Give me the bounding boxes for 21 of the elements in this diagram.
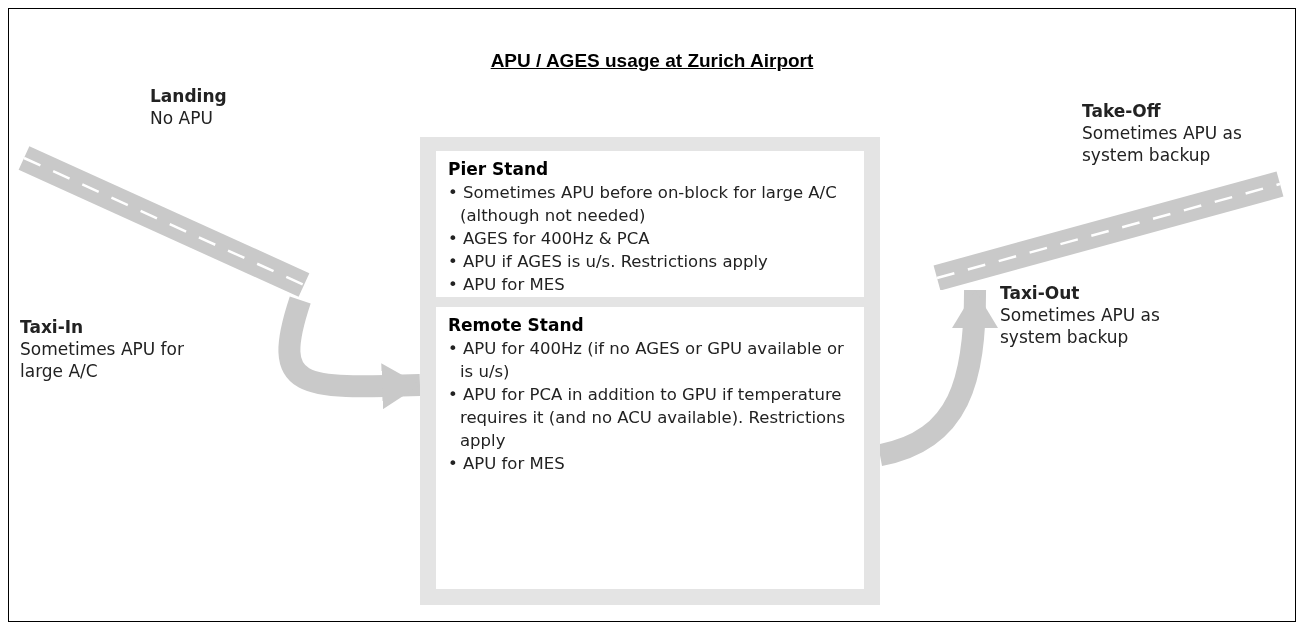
stand-box <box>436 151 864 297</box>
caption-text: No APU <box>150 107 214 129</box>
bullet-text: • APU for MES <box>448 274 566 296</box>
stand-frame <box>420 137 880 605</box>
bullet-text: • APU for PCA in addition to GPU if temperature requires it (and no ACU available). Restrictions apply <box>448 384 847 452</box>
box-heading: Remote Stand <box>448 314 585 337</box>
bullet-text: • APU for MES <box>448 453 566 475</box>
caption-heading: Landing <box>150 85 228 107</box>
bullet-text: • Sometimes APU before on-block for large A/C (although not needed) <box>448 182 838 227</box>
stand-box <box>436 307 864 589</box>
diagram-title: APU / AGES usage at Zurich Airport <box>489 50 815 72</box>
box-heading: Pier Stand <box>448 158 550 181</box>
step-text: Sometimes APU as system backup <box>1000 304 1161 348</box>
step-text: Sometimes APU for large A/C <box>20 338 185 382</box>
bullet-text: • APU for 400Hz (if no AGES or GPU available or is u/s) <box>448 338 845 383</box>
step-heading: Taxi-In <box>20 316 85 338</box>
bullet-text: • AGES for 400Hz & PCA <box>448 228 651 250</box>
step-heading: Taxi-Out <box>1000 282 1081 304</box>
caption-text: Sometimes APU as system backup <box>1082 122 1243 166</box>
bullet-text: • APU if AGES is u/s. Restrictions apply <box>448 251 769 273</box>
caption-heading: Take-Off <box>1082 100 1162 122</box>
